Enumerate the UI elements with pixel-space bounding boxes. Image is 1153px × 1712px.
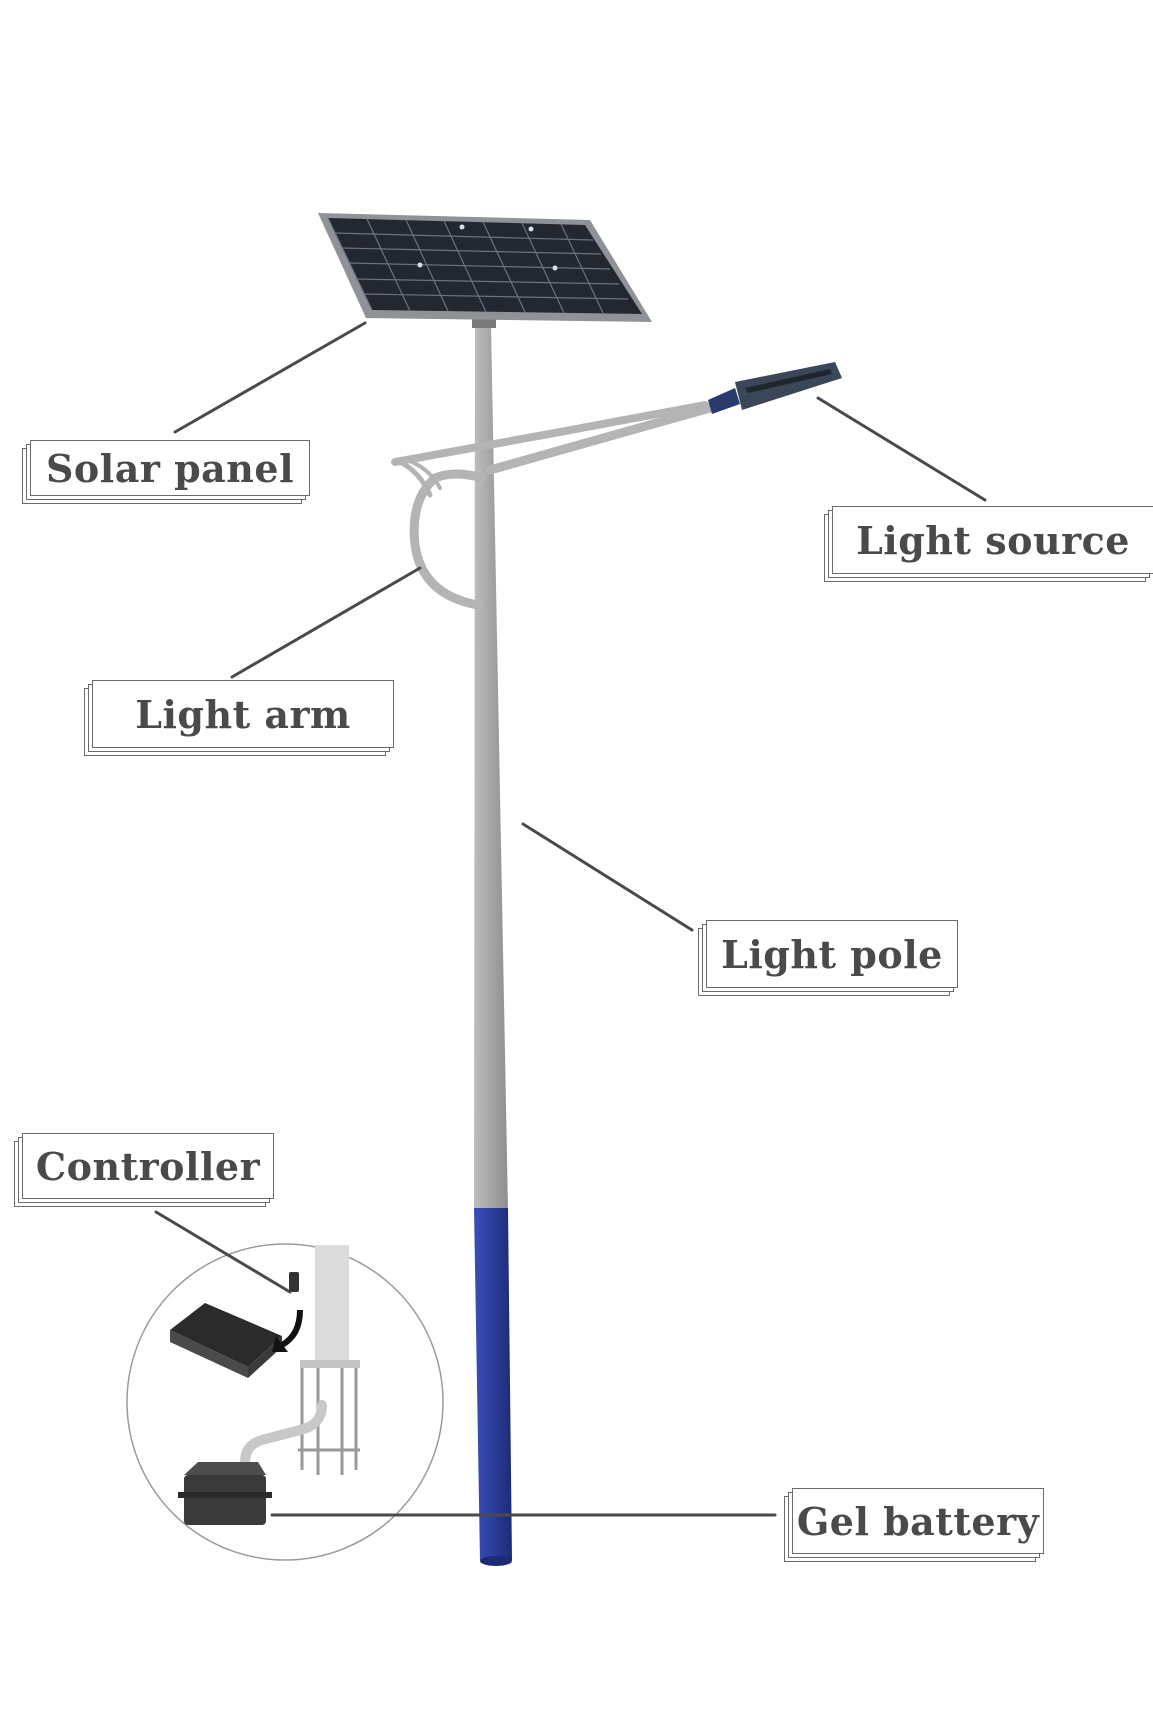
label-solar-panel: Solar panel [22,440,310,504]
label-light-pole: Light pole [698,920,958,996]
leader-line-light-arm [230,566,422,679]
label-light-source-text: Light source [856,517,1130,563]
label-light-arm-text: Light arm [135,691,351,737]
leader-line-light-source [816,396,987,502]
light-source-head [708,362,842,414]
label-controller: Controller [14,1133,274,1207]
label-gel-battery-text: Gel battery [796,1498,1040,1544]
light-arm [391,401,715,610]
leader-line-controller [154,1210,292,1294]
leader-line-light-pole [521,822,694,932]
label-light-source: Light source [824,506,1153,582]
leader-line-solar-panel [173,321,367,434]
light-pole [474,325,512,1566]
label-controller-text: Controller [35,1143,261,1189]
controller-battery-inset [126,1243,444,1561]
label-gel-battery: Gel battery [784,1488,1044,1562]
label-light-pole-text: Light pole [721,931,943,977]
label-light-arm: Light arm [84,680,394,756]
leader-lines [154,321,987,1517]
solar-panel-illustration [318,213,652,328]
label-solar-panel-text: Solar panel [45,445,295,491]
